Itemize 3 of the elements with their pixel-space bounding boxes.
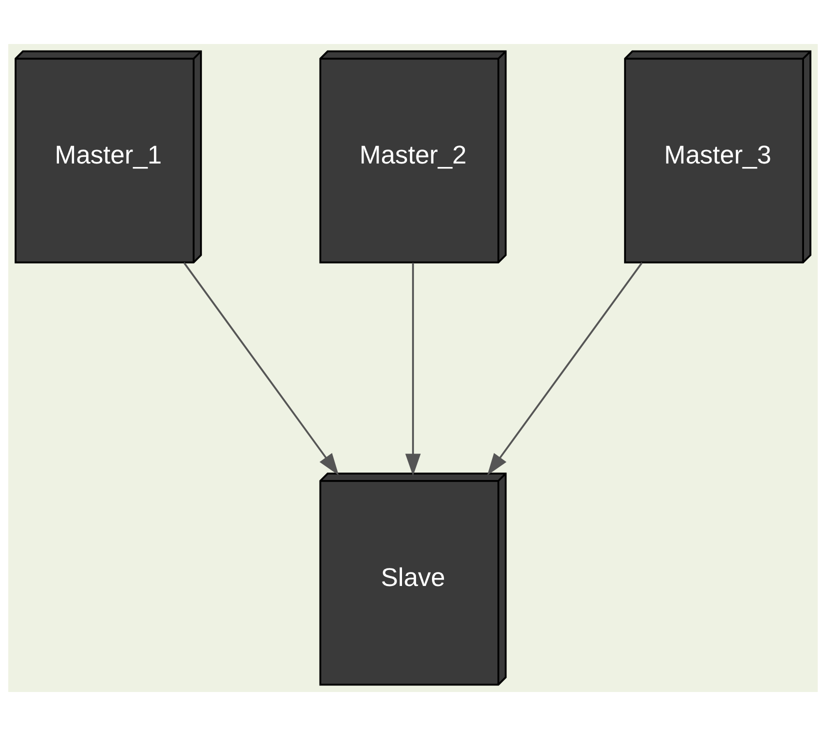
arrow xyxy=(183,262,339,476)
arrow xyxy=(405,262,421,476)
arrow xyxy=(487,262,643,476)
